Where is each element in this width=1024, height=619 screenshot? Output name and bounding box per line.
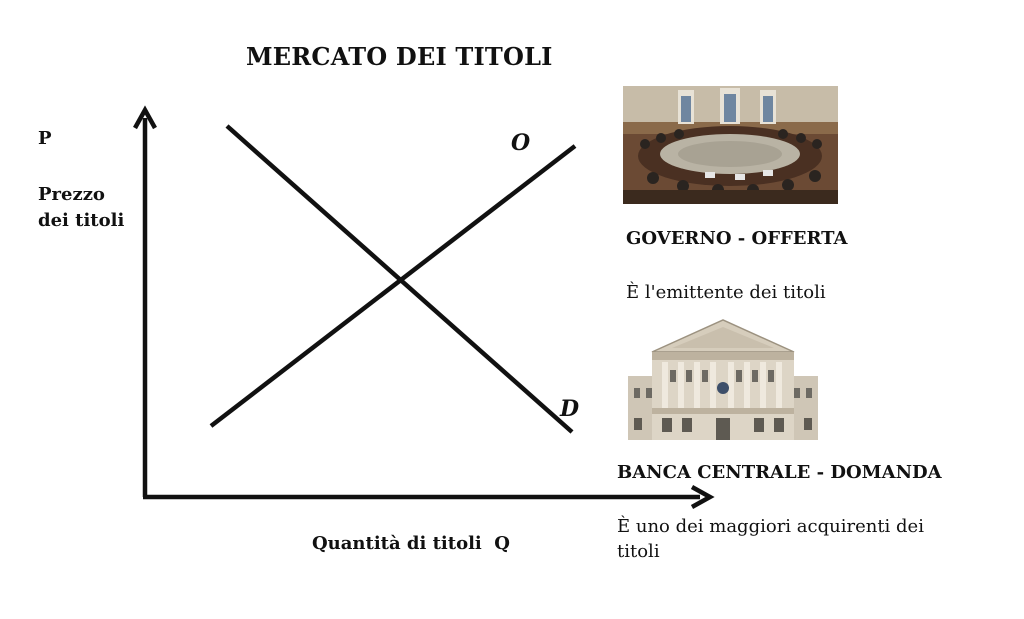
government-heading: GOVERNO - OFFERTA: [626, 228, 848, 249]
demand-curve-label: D: [560, 396, 580, 422]
government-description: È l'emittente dei titoli: [626, 282, 826, 303]
central-bank-heading: BANCA CENTRALE - DOMANDA: [617, 462, 942, 483]
x-axis-label: Quantità di titoli Q: [312, 533, 510, 554]
y-axis-arrowhead: [133, 105, 157, 130]
supply-curve-label: O: [511, 130, 531, 156]
x-axis-arrowhead: [690, 485, 715, 509]
supply-curve: [209, 144, 577, 428]
central-bank-description: È uno dei maggiori acquirenti dei titoli: [617, 516, 924, 562]
y-axis-label-line2: dei titoli: [38, 210, 125, 231]
y-axis-symbol: P: [38, 128, 52, 149]
y-axis-label: Prezzo dei titoli: [38, 182, 124, 234]
central-bank-building-photo: [628, 318, 818, 440]
chart-title: MERCATO DEI TITOLI: [246, 42, 553, 71]
y-axis-label-line1: Prezzo: [38, 184, 105, 205]
parliament-meeting-photo: [623, 86, 838, 204]
